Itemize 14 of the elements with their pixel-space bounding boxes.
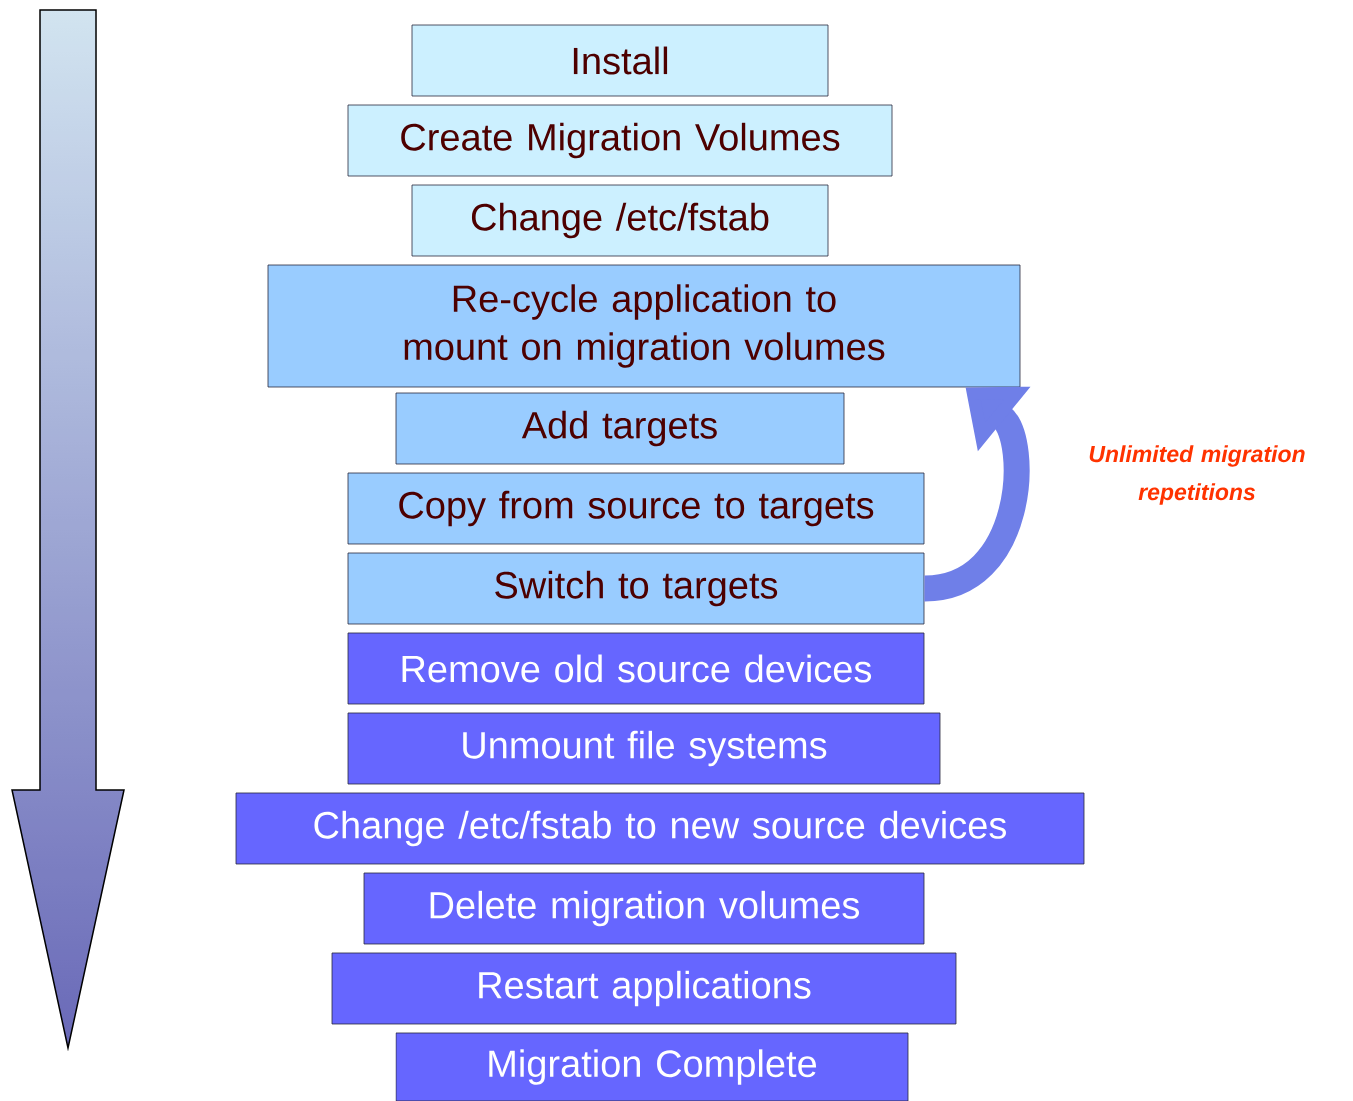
edge-label: Unlimited migration repetitions	[1089, 445, 1305, 505]
process-box: Restart applications	[331, 952, 957, 1025]
process-box: Add targets	[395, 392, 845, 465]
process-box: Create Migration Volumes	[347, 104, 893, 177]
process-box: Change /etc/fstab	[411, 184, 829, 257]
process-box: Delete migration volumes	[363, 872, 925, 945]
process-box: Migration Complete	[395, 1032, 909, 1101]
process-box: Remove old source devices	[347, 632, 925, 705]
process-box: Unmount file systems	[347, 712, 941, 785]
process-box: Switch to targets	[347, 552, 925, 625]
process-box: Copy from source to targets	[347, 472, 925, 545]
process-box: Change /etc/fstab to new source devices	[235, 792, 1085, 865]
process-box: Re-cycle application to mount on migration volumes	[267, 264, 1021, 388]
process-box: Install	[411, 24, 829, 97]
